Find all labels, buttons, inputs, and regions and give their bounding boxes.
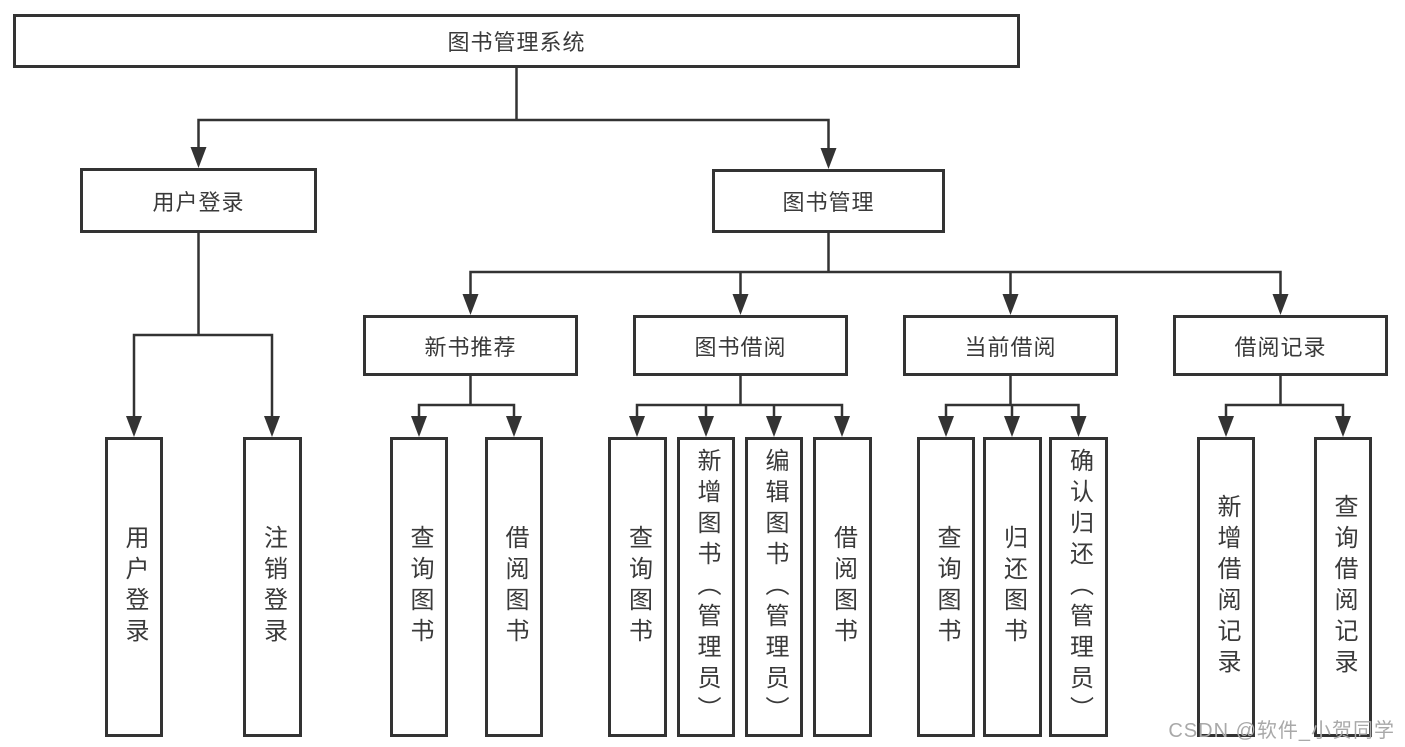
leaf-confirm-return-admin: 确认归还（管理员） bbox=[1049, 437, 1108, 737]
node-label: 注销登录 bbox=[259, 525, 287, 649]
node-label: 借阅图书 bbox=[829, 525, 857, 649]
leaf-logout: 注销登录 bbox=[243, 437, 302, 737]
leaf-add-borrow-record: 新增借阅记录 bbox=[1197, 437, 1255, 737]
arrowhead bbox=[938, 416, 954, 437]
node-label: 借阅记录 bbox=[1234, 334, 1327, 360]
node-label: 查询图书 bbox=[406, 525, 433, 649]
arrowhead bbox=[462, 294, 479, 315]
arrowhead bbox=[698, 416, 714, 437]
leaf-query-books-current: 查询图书 bbox=[917, 437, 975, 737]
arrowhead bbox=[1004, 416, 1020, 437]
leaf-edit-book-admin: 编辑图书（管理员） bbox=[745, 437, 803, 737]
arrowhead bbox=[1002, 294, 1019, 315]
node-book-management: 图书管理 bbox=[712, 169, 945, 233]
node-label: 查询借阅记录 bbox=[1330, 494, 1357, 680]
leaf-query-borrow-record: 查询借阅记录 bbox=[1314, 437, 1372, 737]
arrowhead bbox=[834, 416, 850, 437]
node-label: 确认归还（管理员） bbox=[1065, 447, 1093, 727]
node-current-borrowing: 当前借阅 bbox=[903, 315, 1118, 376]
leaf-borrow-books-recommend: 借阅图书 bbox=[485, 437, 543, 737]
node-label: 新书推荐 bbox=[424, 334, 517, 360]
node-label: 编辑图书（管理员） bbox=[761, 447, 788, 727]
arrowhead bbox=[1335, 416, 1351, 437]
node-label: 图书管理系统 bbox=[447, 30, 586, 55]
node-label: 图书管理 bbox=[782, 190, 875, 215]
arrowhead bbox=[264, 416, 280, 437]
node-label: 借阅图书 bbox=[501, 525, 528, 649]
arrowhead bbox=[732, 294, 749, 315]
node-borrowing-records: 借阅记录 bbox=[1173, 315, 1388, 376]
arrowhead bbox=[1272, 294, 1289, 315]
node-label: 查询图书 bbox=[624, 525, 652, 649]
node-label: 新增借阅记录 bbox=[1213, 494, 1240, 680]
node-label: 查询图书 bbox=[933, 525, 960, 649]
arrowhead bbox=[629, 416, 645, 437]
arrowhead bbox=[190, 147, 207, 168]
leaf-query-books-borrow: 查询图书 bbox=[608, 437, 667, 737]
leaf-add-book-admin: 新增图书（管理员） bbox=[677, 437, 735, 737]
arrowhead bbox=[126, 416, 142, 437]
leaf-borrow-books: 借阅图书 bbox=[813, 437, 872, 737]
arrowhead bbox=[766, 416, 782, 437]
node-label: 图书借阅 bbox=[694, 334, 787, 360]
arrowhead bbox=[506, 416, 522, 437]
node-label: 归还图书 bbox=[999, 525, 1027, 649]
arrowhead bbox=[820, 148, 837, 169]
arrowhead bbox=[411, 416, 427, 437]
node-label: 当前借阅 bbox=[964, 334, 1057, 360]
arrowhead bbox=[1218, 416, 1234, 437]
node-label: 新增图书（管理员） bbox=[693, 447, 720, 727]
leaf-user-login: 用户登录 bbox=[105, 437, 163, 737]
node-user-login: 用户登录 bbox=[80, 168, 317, 233]
node-label: 用户登录 bbox=[152, 189, 245, 215]
leaf-return-book: 归还图书 bbox=[983, 437, 1042, 737]
node-library-management-system: 图书管理系统 bbox=[13, 14, 1020, 68]
leaf-query-books-recommend: 查询图书 bbox=[390, 437, 448, 737]
node-book-borrowing: 图书借阅 bbox=[633, 315, 848, 376]
csdn-watermark: CSDN @软件_小贺同学 bbox=[1168, 720, 1395, 742]
arrowhead bbox=[1070, 416, 1087, 437]
node-new-book-recommendation: 新书推荐 bbox=[363, 315, 578, 376]
node-label: 用户登录 bbox=[121, 525, 148, 649]
